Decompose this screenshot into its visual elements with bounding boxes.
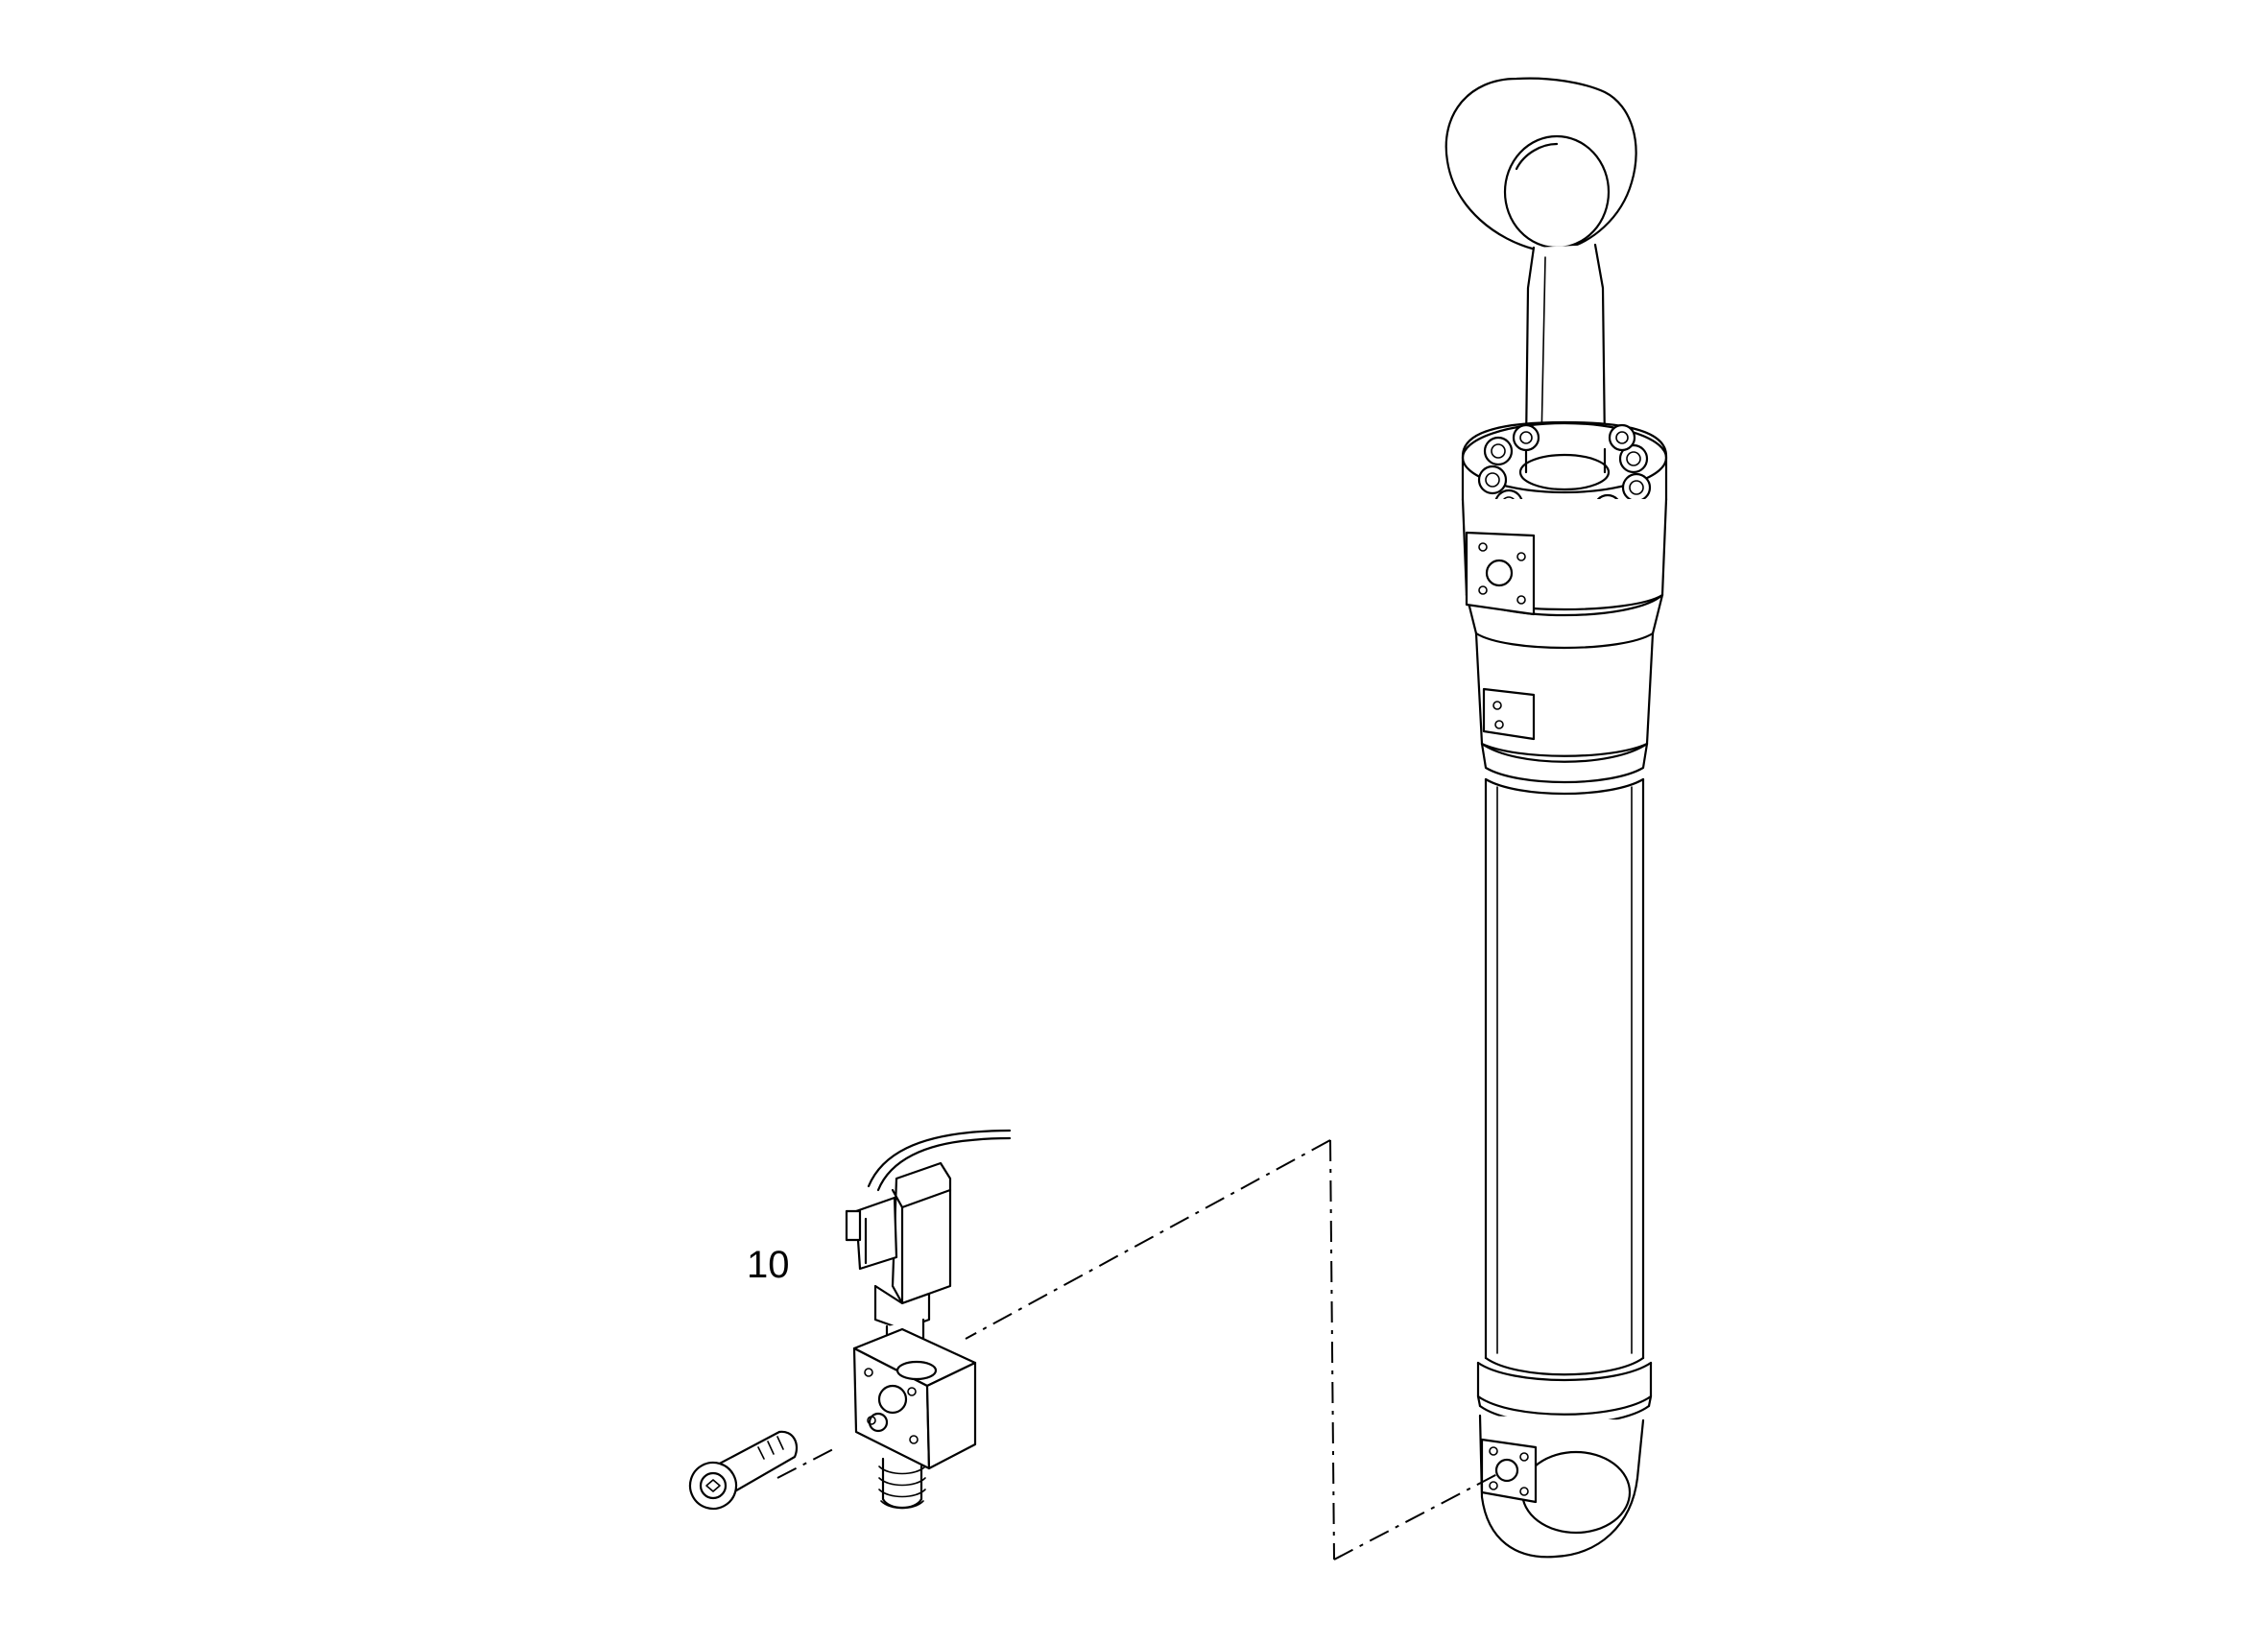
rod-eye	[1444, 77, 1637, 253]
threaded-cartridge	[878, 1457, 926, 1510]
base-eye	[1478, 1414, 1645, 1559]
manifold-block	[852, 1327, 977, 1470]
lower-collar	[1476, 1356, 1653, 1425]
cap-screw	[688, 1430, 799, 1511]
callout-item-10: 10	[747, 1244, 790, 1286]
piston-rod	[1524, 243, 1607, 448]
upper-barrel	[1474, 631, 1655, 796]
cylinder-barrel	[1484, 777, 1645, 1360]
solenoid-coil	[845, 1161, 952, 1305]
valve-cable	[867, 1129, 1012, 1188]
valve-assembly	[845, 1129, 1012, 1510]
assembly-leader-lines	[776, 1139, 1500, 1561]
head-collar	[1461, 497, 1668, 650]
hydraulic-cylinder	[1444, 77, 1668, 1559]
